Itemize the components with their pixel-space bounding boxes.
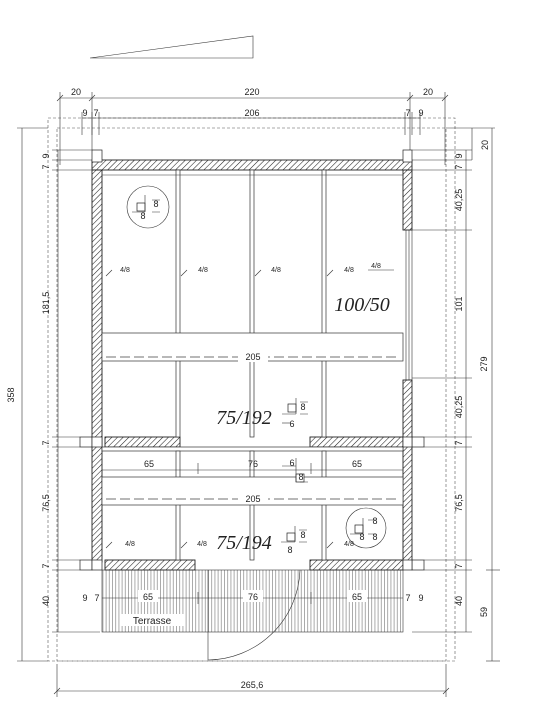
- post-markers: [79, 436, 425, 571]
- mid-dim-seg1: 65: [144, 459, 154, 469]
- left-dim-mid-b: 7: [41, 563, 51, 568]
- dim-top-inner-width: 206: [244, 108, 259, 118]
- left-dim-main-room: 181,5: [41, 292, 51, 315]
- joist-label-3: 4/8: [271, 267, 281, 274]
- section-marker-top-left: 8 8: [126, 185, 170, 229]
- terrace-dim-right-a: 9: [418, 593, 423, 603]
- door-lower-label: 75/194: [216, 532, 272, 554]
- left-dim-total: 358: [6, 387, 16, 402]
- section-label-b: 8: [140, 211, 145, 221]
- joist-label-2: 4/8: [198, 267, 208, 274]
- dim-top-left-b: 7: [93, 108, 98, 118]
- section-label-a: 8: [153, 199, 158, 209]
- left-dim-back-room: 76,5: [41, 494, 51, 512]
- terrace-deck: Terrasse 9 7 65 76 65 7 9: [82, 569, 424, 661]
- terrace-dim-seg1: 65: [143, 592, 153, 602]
- terrace-dim-seg3: 65: [352, 592, 362, 602]
- joist-labels-main: 4/8 4/8 4/8 4/8 4/8: [105, 263, 394, 277]
- right-dim-window: 101: [454, 296, 464, 311]
- section-label-d: 8: [298, 472, 303, 482]
- section-marker-door: 6 8: [282, 458, 308, 483]
- joists-main-room: [102, 169, 403, 438]
- section-label-f: 6: [289, 458, 294, 468]
- dim-top-right-a: 9: [418, 108, 423, 118]
- beam-lower-label: 205: [245, 494, 260, 504]
- left-dim-mid-a: 7: [41, 440, 51, 445]
- right-dim-top-margin: 20: [480, 140, 490, 150]
- terrace-dim-left-b: 7: [94, 593, 99, 603]
- beam-upper-label: 205: [245, 352, 260, 362]
- terrace-dim-left-a: 9: [82, 593, 87, 603]
- dim-top-total-width: 220: [244, 87, 259, 97]
- door-upper-label: 75/192: [216, 407, 272, 429]
- right-dim-terrace-total: 59: [479, 607, 489, 617]
- bottom-dimension: 265,6: [53, 664, 450, 697]
- joist-label-4: 4/8: [344, 267, 354, 274]
- section-label-e: 6: [289, 419, 294, 429]
- window-label: 100/50: [334, 294, 390, 316]
- dim-top-right-b: 7: [405, 108, 410, 118]
- mid-dim-seg3: 65: [352, 459, 362, 469]
- section-label-c: 8: [300, 402, 305, 412]
- right-dim-window-lower: 40,25: [454, 396, 464, 419]
- right-dim-window-upper: 40,25: [454, 189, 464, 212]
- terrace-dim-right-b: 7: [405, 593, 410, 603]
- joist-label-1: 4/8: [120, 267, 130, 274]
- right-dim-mid-b: 7: [454, 563, 464, 568]
- mid-dim-seg2: 76: [248, 459, 258, 469]
- joist-label-5: 4/8: [371, 263, 381, 270]
- right-dim-top-a: 9: [454, 153, 464, 158]
- joist-labels-back: 4/8 4/8 4/8: [105, 541, 354, 549]
- section-label-h: 8: [359, 532, 364, 542]
- left-dim-top-b: 7: [41, 164, 51, 169]
- beam-lower: 205: [101, 476, 404, 506]
- joists-back-room: [175, 450, 327, 561]
- door-swing-arc: [207, 569, 301, 661]
- top-dimension-chain: 20 220 20 9 7 206 7 9: [56, 87, 449, 165]
- dim-top-left-margin: 20: [71, 87, 81, 97]
- section-label-i: 8: [372, 532, 377, 542]
- section-marker-back-door: 8 8: [281, 526, 307, 555]
- section-label-g: 8: [372, 516, 377, 526]
- middle-dimension-chain: 65 76 65: [102, 459, 403, 474]
- section-label-j: 8: [300, 530, 305, 540]
- dim-top-left-a: 9: [82, 108, 87, 118]
- terrace-dim-seg2: 76: [248, 592, 258, 602]
- right-dim-top-b: 7: [454, 164, 464, 169]
- left-dimension-chain: 358 9 7 181,5 7 76,5 7 40: [6, 127, 100, 662]
- right-dim-terrace: 40: [454, 596, 464, 606]
- beam-upper: 205: [101, 332, 404, 362]
- back-joist-label-3: 4/8: [344, 541, 354, 548]
- right-dim-back-room: 76,5: [454, 494, 464, 512]
- dim-bottom-total: 265,6: [241, 680, 264, 690]
- right-dim-total: 279: [479, 356, 489, 371]
- section-marker-bottom-right: 8 8 8: [345, 507, 387, 549]
- back-joist-label-1: 4/8: [125, 541, 135, 548]
- left-dim-terrace: 40: [41, 596, 51, 606]
- right-dim-mid-a: 7: [454, 440, 464, 445]
- section-marker-mid: 8 6: [282, 398, 308, 429]
- dim-top-right-margin: 20: [423, 87, 433, 97]
- roof-slope-sketch: [89, 35, 254, 59]
- section-label-k: 8: [287, 545, 292, 555]
- right-dimension-chain: 20 9 7 40,25 101 40,25 7 76,5 7 40 279 5…: [412, 127, 500, 662]
- outline-dashed: [47, 117, 456, 662]
- back-joist-label-2: 4/8: [197, 541, 207, 548]
- terrace-label: Terrasse: [133, 616, 172, 627]
- left-dim-top-a: 9: [41, 153, 51, 158]
